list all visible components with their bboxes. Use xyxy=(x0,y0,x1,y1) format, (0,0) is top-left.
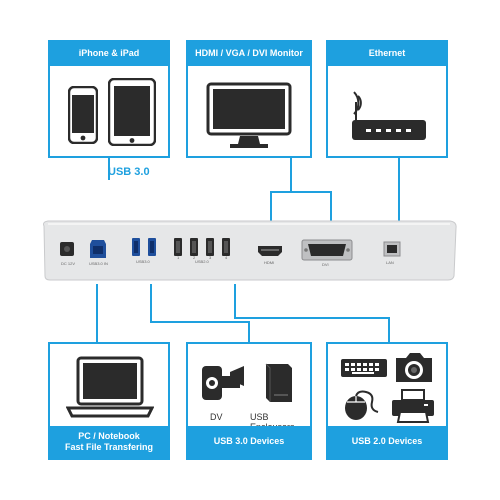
ipad-icon xyxy=(108,78,156,146)
usb2-port-4 xyxy=(222,238,230,256)
usb2-port-3 xyxy=(206,238,214,256)
ethernet-title: Ethernet xyxy=(368,48,406,59)
usb2-devices-panel: USB 2.0 Devices xyxy=(326,342,448,460)
wire-pc-down xyxy=(96,284,98,342)
usb3-label: USB 3.0 xyxy=(108,166,150,178)
router-icon xyxy=(352,91,426,140)
hdmi-label: HDMI xyxy=(264,260,274,265)
port-number-4: 4 xyxy=(225,255,228,260)
wire-monitor-r xyxy=(330,191,332,223)
lan-label: LAN xyxy=(386,260,394,265)
monitor-panel: HDMI / VGA / DVI Monitor xyxy=(186,40,312,158)
pc-notebook-header: PC / Notebook Fast File Transfering xyxy=(50,426,168,458)
wire-monitor-h xyxy=(270,191,332,193)
usb2-port-2 xyxy=(190,238,198,256)
port-number-3: 3 xyxy=(209,255,212,260)
ethernet-header: Ethernet xyxy=(328,42,446,66)
usb3-port-2 xyxy=(148,238,156,256)
usb2-devices-title: USB 2.0 Devices xyxy=(351,436,423,447)
usb-enclosure-icon xyxy=(265,363,292,402)
wire-usb3dev-h xyxy=(150,321,250,323)
wire-monitor-down xyxy=(290,158,292,192)
usb2-devices-header: USB 2.0 Devices xyxy=(328,426,446,458)
usb2-port-1 xyxy=(174,238,182,256)
dv-label: DV xyxy=(210,412,223,422)
laptop-icon xyxy=(66,356,154,418)
monitor-title: HDMI / VGA / DVI Monitor xyxy=(195,48,303,59)
ethernet-panel: Ethernet xyxy=(326,40,448,158)
mouse-icon xyxy=(345,390,379,420)
monitor-header: HDMI / VGA / DVI Monitor xyxy=(188,42,310,66)
keyboard-icon xyxy=(341,359,387,377)
camcorder-icon xyxy=(202,366,244,400)
usb3-devices-title: USB 3.0 Devices xyxy=(213,436,285,447)
usb3-in-port xyxy=(90,240,106,258)
lan-port xyxy=(383,241,401,257)
iphone-icon xyxy=(68,86,98,144)
wire-usb3dev-down xyxy=(150,284,152,322)
usb3-port-1 xyxy=(132,238,140,256)
usb3-group-label: USB3.0 xyxy=(136,259,151,264)
wire-usb3dev-drop xyxy=(248,321,250,342)
wire-usb2dev-drop xyxy=(388,317,390,342)
usb3-devices-header: USB 3.0 Devices xyxy=(188,426,310,458)
wire-ethernet-down xyxy=(398,158,400,222)
pc-notebook-panel: PC / Notebook Fast File Transfering xyxy=(48,342,170,460)
port-number-1: 1 xyxy=(177,255,180,260)
monitor-icon xyxy=(206,82,292,148)
dc-label: DC 12V xyxy=(61,261,75,266)
pc-notebook-title: PC / Notebook xyxy=(78,430,140,441)
wire-usb2dev-down xyxy=(234,284,236,318)
printer-icon xyxy=(392,389,434,423)
wire-usb2dev-h xyxy=(234,317,390,319)
usb2-group-label: USB2.0 xyxy=(195,259,210,264)
usb3-devices-panel: DV USB Enclousers USB 3.0 Devices xyxy=(186,342,312,460)
iphone-ipad-panel: iPhone & iPad xyxy=(48,40,170,158)
hdmi-port xyxy=(258,246,282,256)
wire-top-left xyxy=(108,158,110,180)
pc-notebook-subtitle: Fast File Transfering xyxy=(64,442,154,452)
dc-jack xyxy=(60,242,74,256)
dvi-label: DVI xyxy=(322,262,329,267)
usb3-in-label: USB3.0 IN xyxy=(89,261,108,266)
iphone-ipad-title: iPhone & iPad xyxy=(78,48,140,59)
wire-monitor-l xyxy=(270,191,272,223)
dock-station: DC 12V USB3.0 IN USB3.0 USB2.0 1 2 3 4 H… xyxy=(43,220,457,281)
port-number-2: 2 xyxy=(193,255,196,260)
dvi-port xyxy=(301,239,353,261)
camera-icon xyxy=(396,353,432,382)
iphone-ipad-header: iPhone & iPad xyxy=(50,42,168,66)
